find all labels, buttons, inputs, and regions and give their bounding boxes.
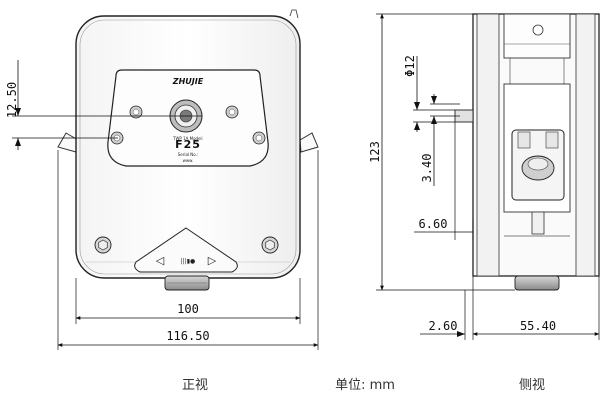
direction-left-arrow-icon: ◁ [156, 254, 165, 267]
front-right-ear [299, 132, 319, 153]
side-view: 123 Φ12 3.40 6.60 2.60 55.40 [368, 13, 600, 340]
side-right-rail [575, 13, 596, 277]
front-view-label: 正视 [182, 378, 208, 393]
side-lower-rod [531, 211, 545, 235]
dim-label-phi-12: Φ12 [403, 55, 417, 77]
unit-label: 单位: mm [335, 378, 395, 393]
front-nameplate-line3: www. [183, 158, 194, 163]
side-top-hole [532, 24, 544, 36]
front-logo: ZHUJIE [172, 77, 204, 86]
front-hex-screw-left [94, 236, 112, 254]
dim-label-116-50: 116.50 [166, 329, 209, 343]
side-view-label: 侧视 [519, 378, 545, 393]
dim-label-6-60: 6.60 [419, 217, 448, 231]
front-body-inner [79, 19, 297, 275]
side-bottom-knob [514, 275, 560, 291]
front-nameplate-line1: TWP 1A Model: [172, 136, 203, 141]
dim-label-100: 100 [177, 302, 199, 316]
front-model-label: F25 [175, 138, 201, 151]
front-left-ear [57, 132, 79, 153]
front-nameplate-line2: Serial No.: [178, 152, 199, 157]
side-top-cap [503, 13, 571, 59]
front-panel-mid-text: |||▮● [181, 258, 196, 265]
dim-label-55-40: 55.40 [520, 319, 556, 333]
dim-label-123: 123 [368, 141, 382, 163]
direction-right-arrow-icon: ▷ [208, 254, 217, 267]
front-direction-panel [134, 227, 238, 273]
side-left-rail [476, 13, 500, 277]
dim-label-3-40: 3.40 [420, 154, 434, 183]
dim-label-12-50: 12.50 [5, 82, 19, 118]
front-view: ZHUJIE F25 TWP 1A Model: Serial No.: www… [5, 9, 319, 350]
dim-label-2-60: 2.60 [429, 319, 458, 333]
front-hex-screw-right [261, 236, 279, 254]
